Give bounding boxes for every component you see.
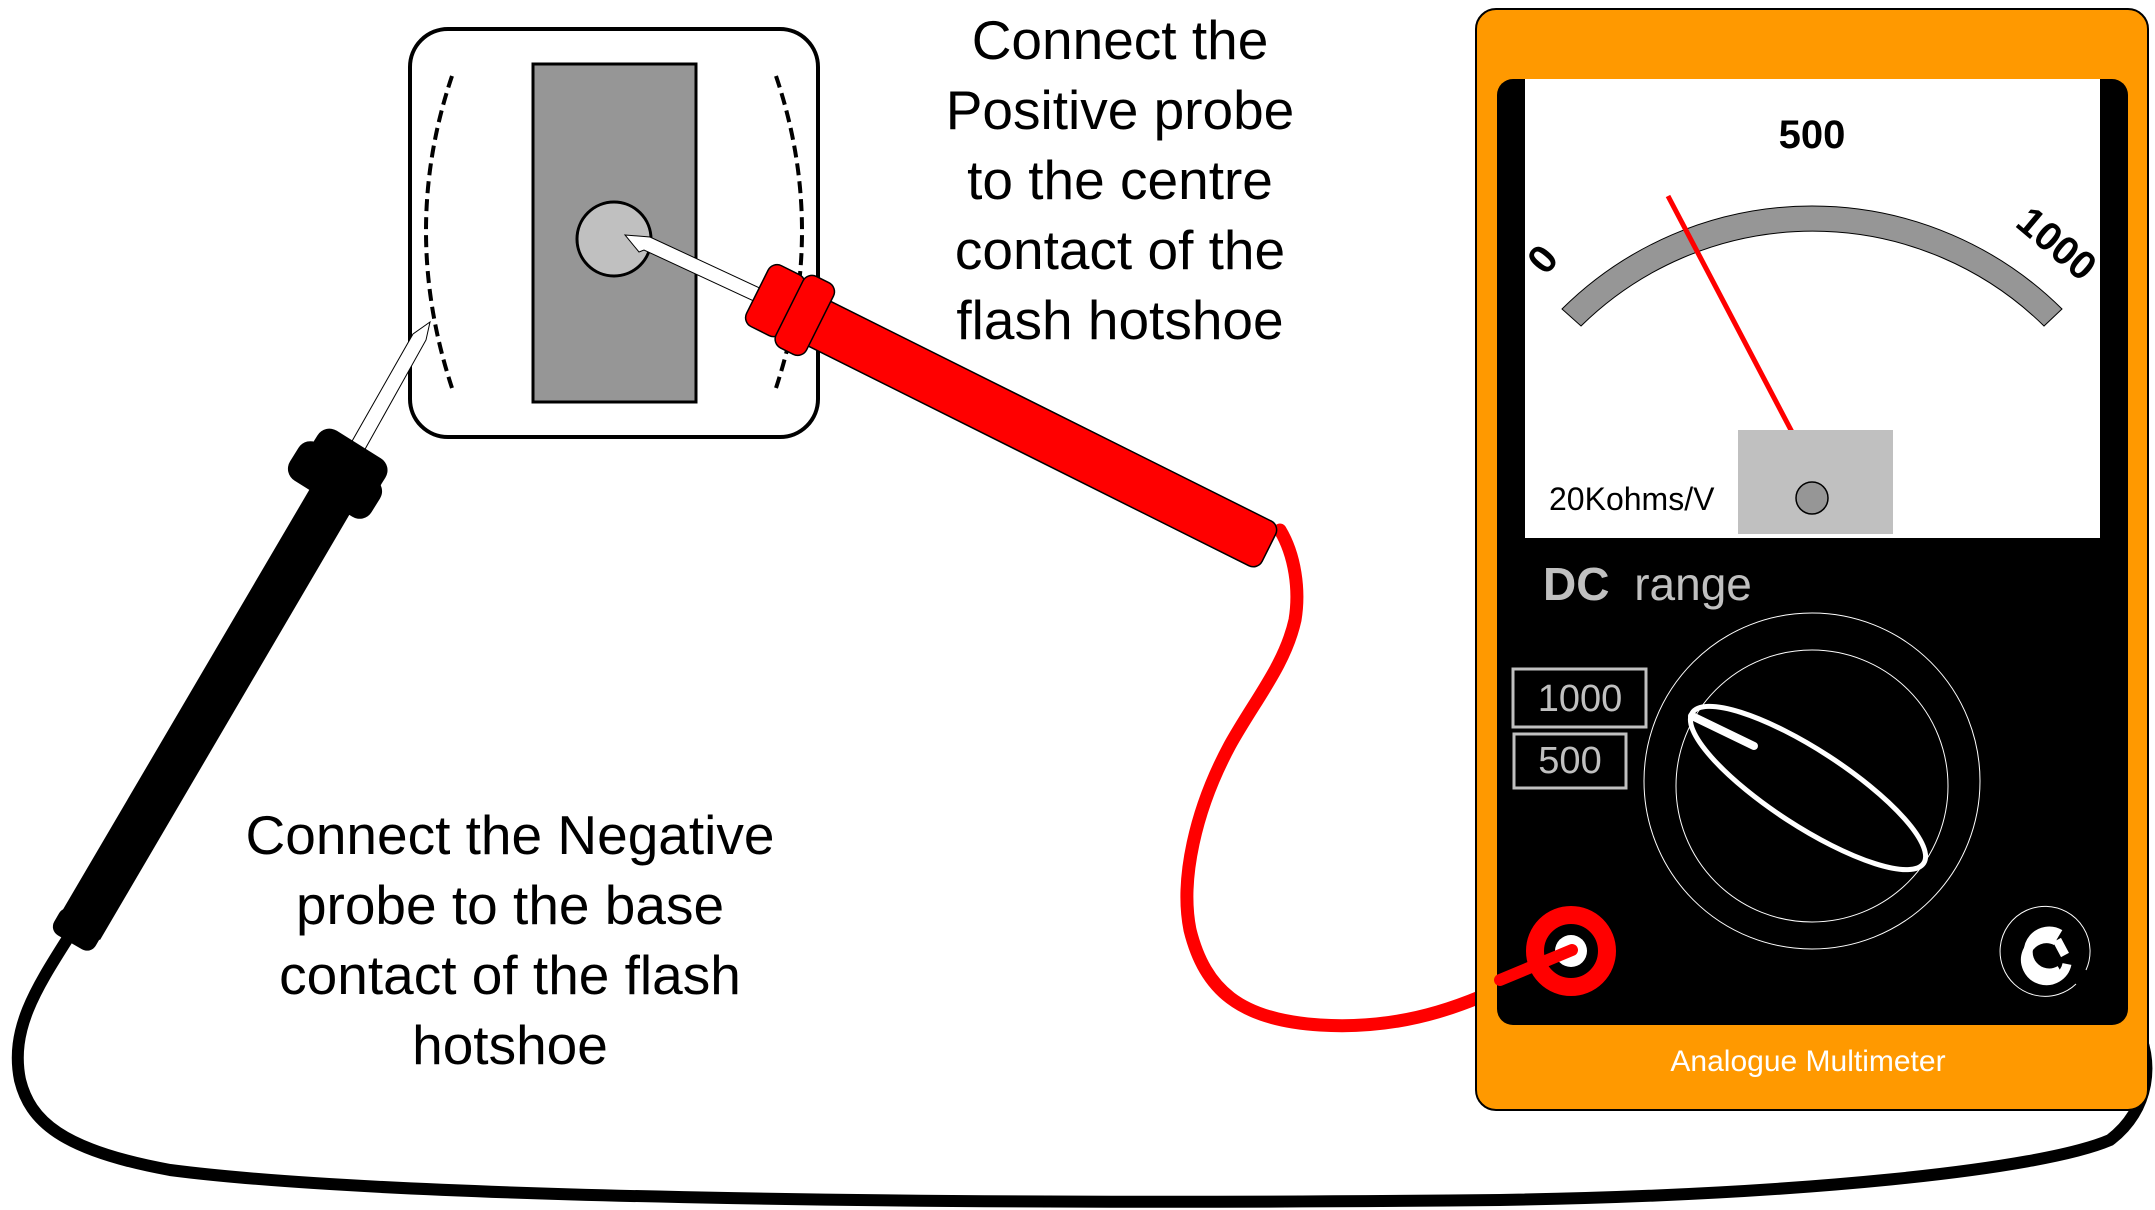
brand-label: Analogue Multimeter [1670,1045,1945,1078]
range-selector-knob[interactable] [1643,612,1981,950]
common-terminal-socket [2021,934,2072,986]
positive-cable [1180,523,1578,1033]
negative-probe-collar-inner [298,428,388,512]
negative-instruction-line: probe to the base [295,874,725,936]
knob-outer-ring [1643,612,1981,950]
meter-pivot [1795,481,1829,515]
positive-probe-collar-inner [774,274,836,357]
hotshoe-rail-left [424,75,454,389]
range-option-1000-label: 1000 [1538,678,1623,720]
negative-instruction-line: contact of the flash [279,944,741,1006]
common-terminal-ring [1999,905,2091,997]
range-option-500-label: 500 [1538,740,1601,782]
positive-probe[interactable] [623,234,1280,570]
range-option-500[interactable]: 500 [1512,732,1628,790]
positive-instruction-line: Connect the [971,9,1269,71]
common-terminal[interactable] [1999,905,2091,997]
positive-instruction-line: Positive probe [945,79,1295,141]
positive-terminal[interactable] [1494,906,1616,996]
negative-cable [11,932,2153,1208]
negative-probe-end-cap [52,908,103,951]
positive-instruction-line: to the centre [967,149,1273,211]
mode-label-bold: DC [1543,558,1609,610]
negative-instruction-line: hotshoe [412,1014,608,1076]
scale-label-mid: 500 [1779,113,1846,157]
knob-inner-ring [1675,649,1949,923]
flash-hotshoe [408,27,820,439]
analogue-multimeter: 0 500 1000 20Kohms/V DC range 1000 500 [1475,8,2149,1111]
negative-instruction-line: Connect the Negative [245,804,775,866]
mode-label: DC range [1543,558,1752,610]
negative-probe-instruction: Connect the Negative probe to the base c… [205,800,815,1080]
positive-instruction-line: flash hotshoe [956,289,1284,351]
meter-needle [1665,194,1795,434]
sensitivity-label: 20Kohms/V [1549,481,1715,517]
negative-probe-handle [58,475,358,940]
knob-pointer [1688,712,1758,750]
negative-probe[interactable] [49,320,431,954]
positive-instruction-line: contact of the [954,219,1286,281]
mode-label-rest: range [1634,558,1752,610]
positive-probe-instruction: Connect the Positive probe to the centre… [880,5,1360,355]
range-option-1000[interactable]: 1000 [1511,667,1648,729]
